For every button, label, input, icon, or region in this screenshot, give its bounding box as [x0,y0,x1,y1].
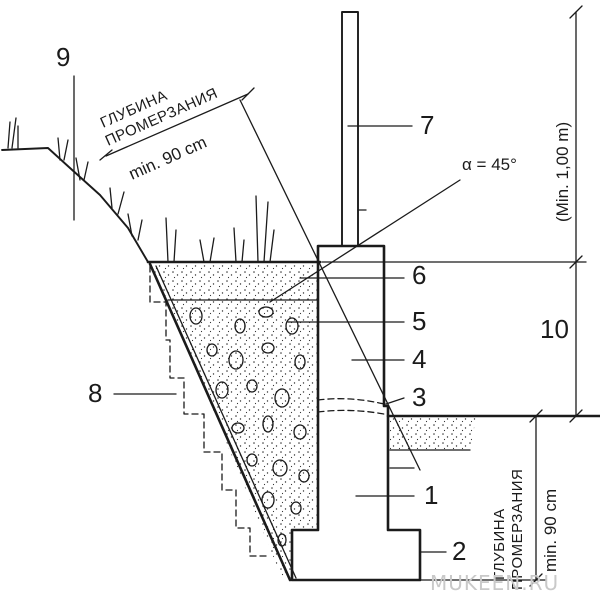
dimension-right-upper [321,5,587,269]
top-fill-layer [150,264,318,300]
frost-depth-bottom-line1: ГЛУБИНА [491,508,508,580]
label-2: 2 [452,536,466,566]
lower-fill-layer [390,418,476,450]
label-9: 9 [56,42,70,72]
angle-45-line [269,179,461,303]
min-depth-top: min. 90 cm [126,132,210,183]
drainage-pipe [317,398,385,415]
label-6: 6 [412,260,426,290]
leader-lines [73,75,447,553]
fence-post [341,11,359,247]
angle-annotation: α = 45° [462,155,517,174]
excavation-slope-line [148,262,292,582]
min-height-right: (Min. 1,00 m) [553,122,572,222]
gravel-drainage-zone [168,300,318,578]
label-4: 4 [412,344,426,374]
watermark: MUKEEN.RU [430,571,559,595]
min-depth-bottom: min. 90 cm [541,489,560,572]
label-3: 3 [412,382,426,412]
diagonal-line [239,99,421,471]
excavation-slope-inner [155,265,297,579]
grass-tufts [7,117,275,263]
label-5: 5 [412,306,426,336]
gravel-stones [189,306,310,547]
dimension-right-middle [569,261,583,423]
label-8: 8 [88,378,102,408]
retaining-wall-outline [290,244,422,582]
label-1: 1 [424,480,438,510]
label-7: 7 [420,110,434,140]
dimension-bottom-right [419,409,547,587]
frost-depth-bottom-line2: ПРОМЕРЗАНИЯ [509,469,526,590]
dimension-top-frost [99,87,255,161]
ground-slope-line [1,147,149,263]
label-10: 10 [540,314,569,344]
benching-steps [149,265,271,557]
